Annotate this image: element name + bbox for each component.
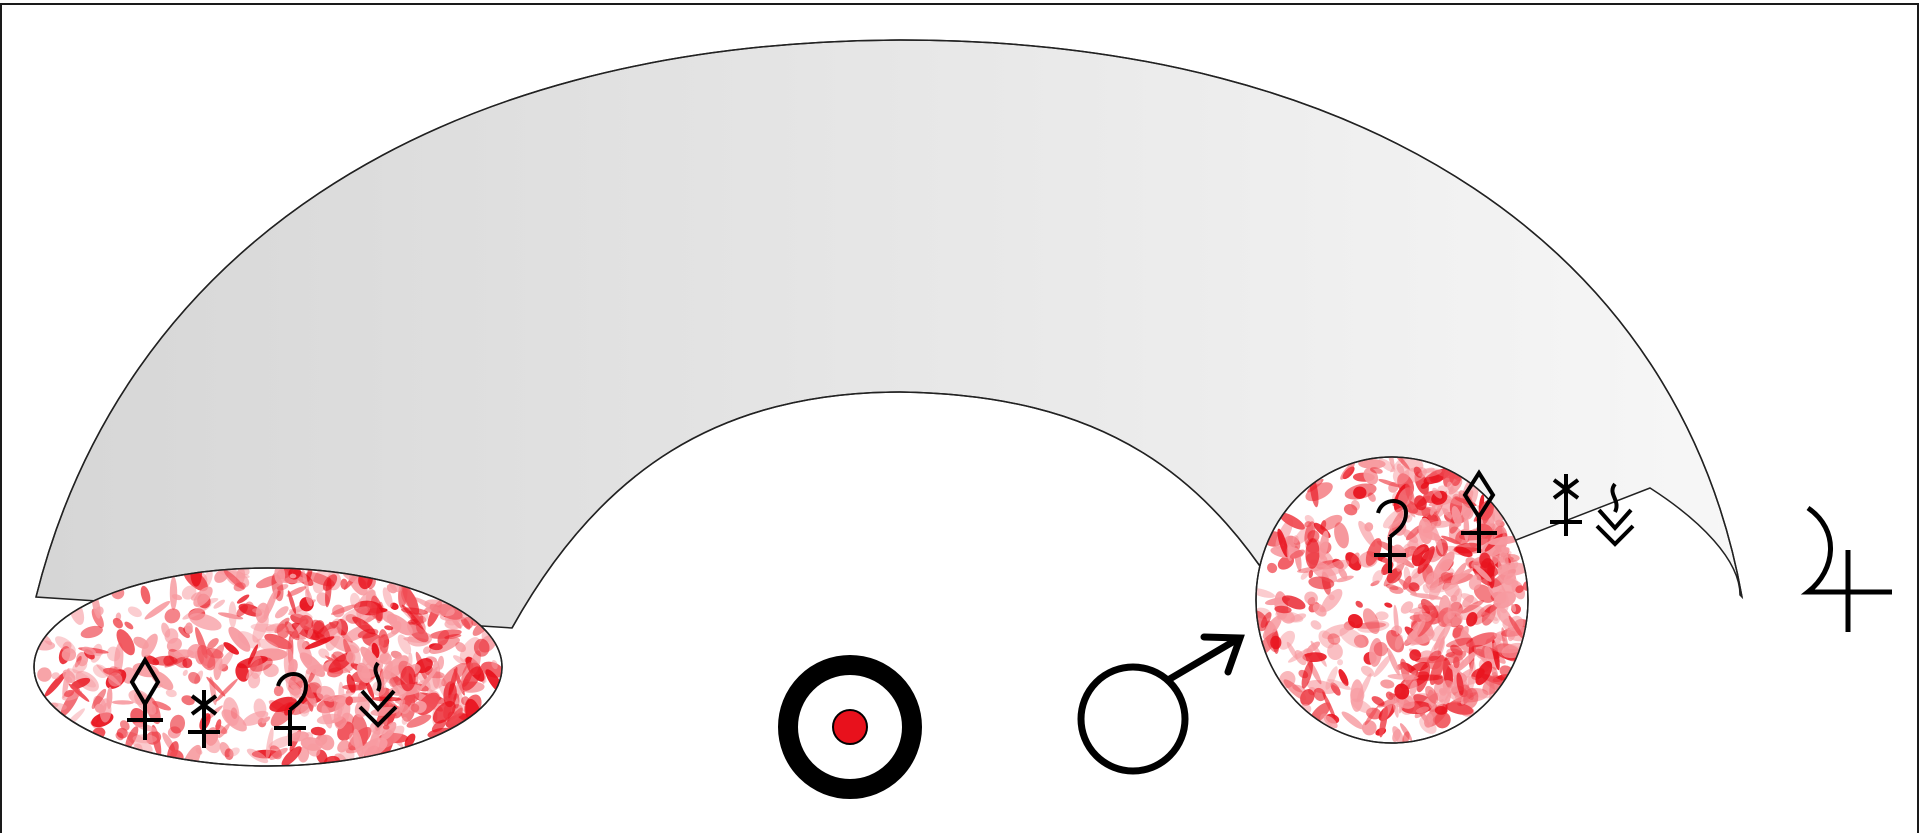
plasma-blob <box>290 574 297 579</box>
plasma-blob <box>170 576 177 610</box>
jupiter-symbol-icon <box>1808 508 1892 632</box>
mars-symbol-icon <box>1081 637 1240 771</box>
sun-symbol-icon <box>788 665 912 789</box>
